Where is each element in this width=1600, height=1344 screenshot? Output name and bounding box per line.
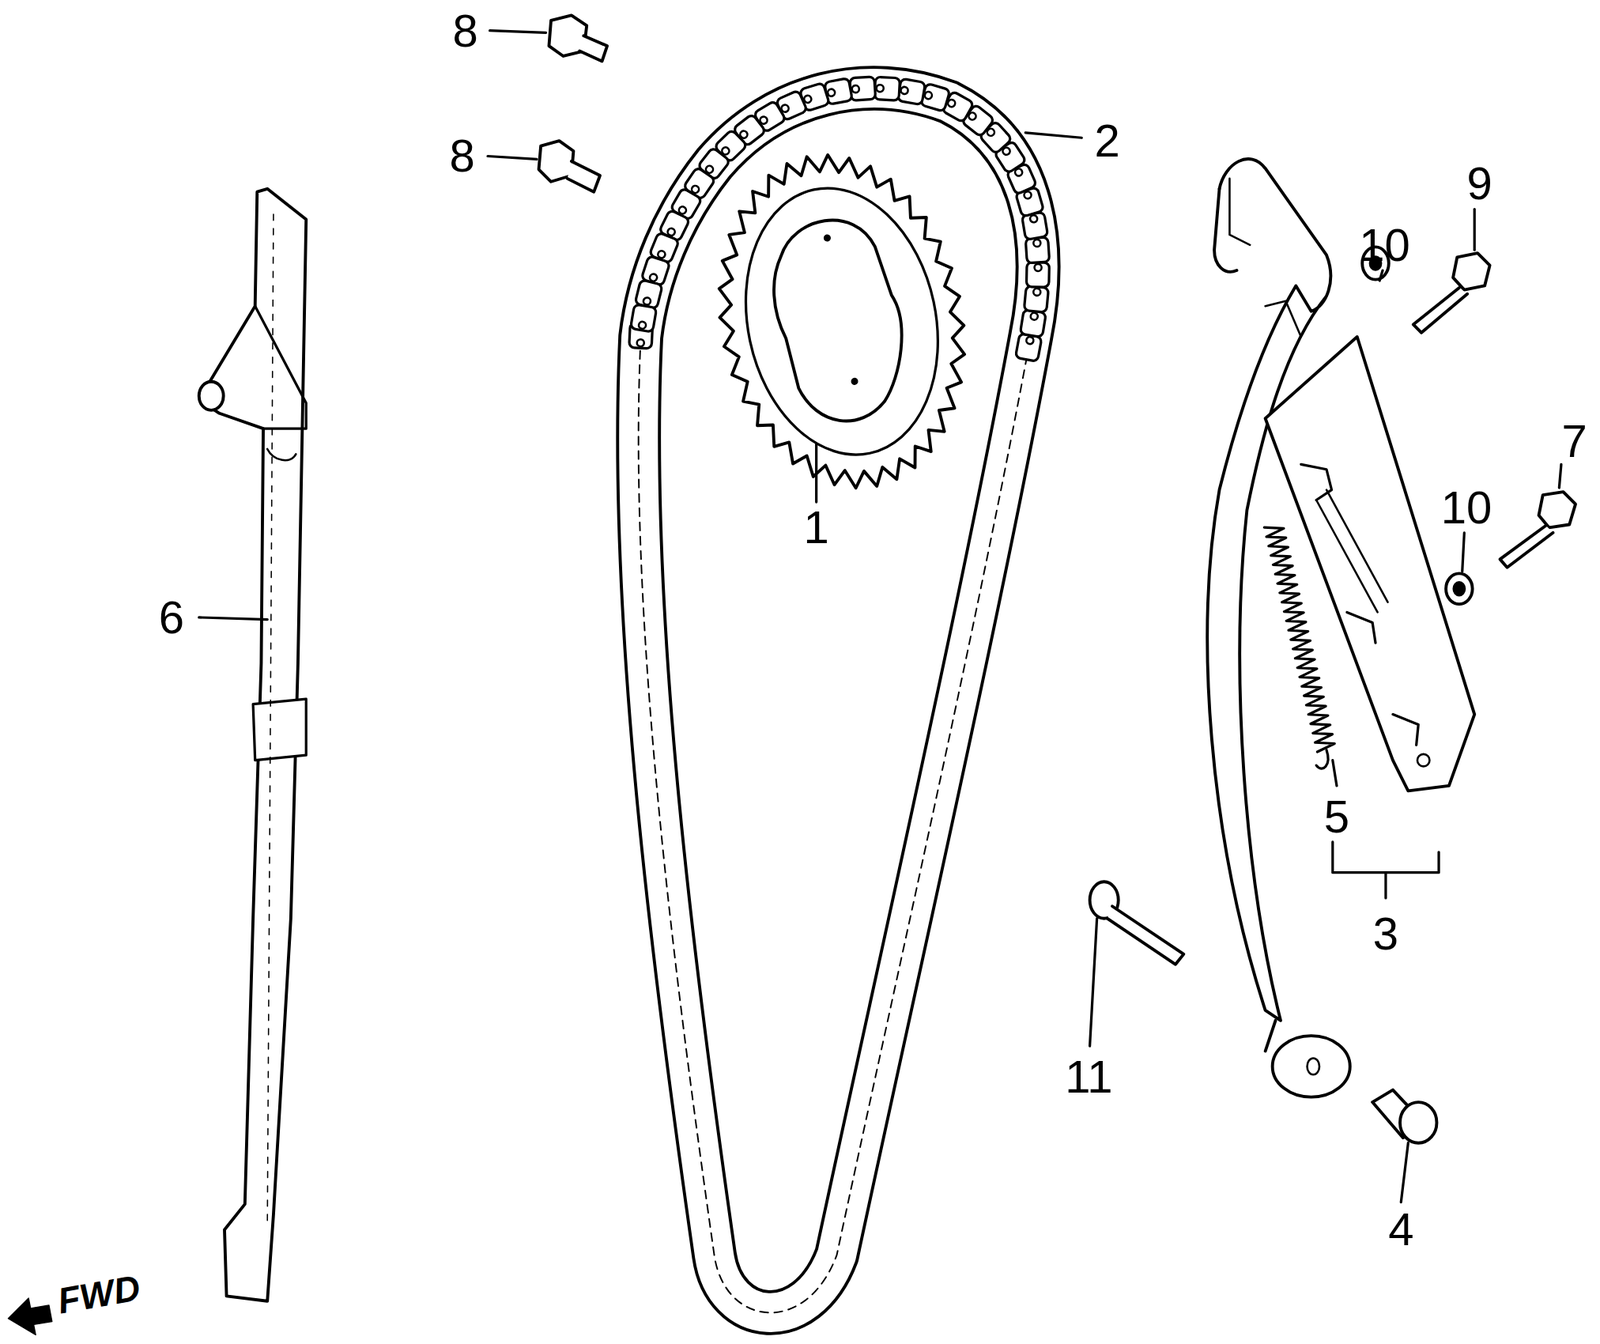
cam-sprocket: [689, 132, 996, 512]
callout-number: 4: [1388, 1206, 1414, 1253]
cam-chain: [638, 88, 1038, 1314]
callout-number: 6: [158, 594, 185, 641]
bolt: [539, 15, 608, 192]
callout-number: 8: [449, 132, 476, 179]
cam-chain-fill: [638, 88, 1038, 1314]
forward-arrow: [7, 1298, 53, 1335]
callout-number: 10: [1441, 484, 1493, 531]
callout-number: 8: [452, 7, 478, 54]
cam-chain-tensioner: [1207, 158, 1331, 1021]
cam-chain-guide: [203, 188, 306, 1302]
callout-number: 7: [1562, 418, 1588, 465]
callout-number: 11: [1064, 1053, 1113, 1100]
chain-centerline: [638, 88, 1038, 1314]
callout-number: 1: [803, 504, 830, 551]
callout-number: 5: [1324, 793, 1350, 840]
callout-number: 2: [1094, 117, 1120, 164]
direction-label: FWD: [55, 1268, 144, 1319]
leader-line: [199, 30, 1562, 1203]
callout-number: 10: [1358, 222, 1411, 268]
tensioner-spring: [1264, 527, 1335, 769]
callout-number: 9: [1467, 160, 1493, 207]
callout-number: 3: [1373, 910, 1399, 957]
